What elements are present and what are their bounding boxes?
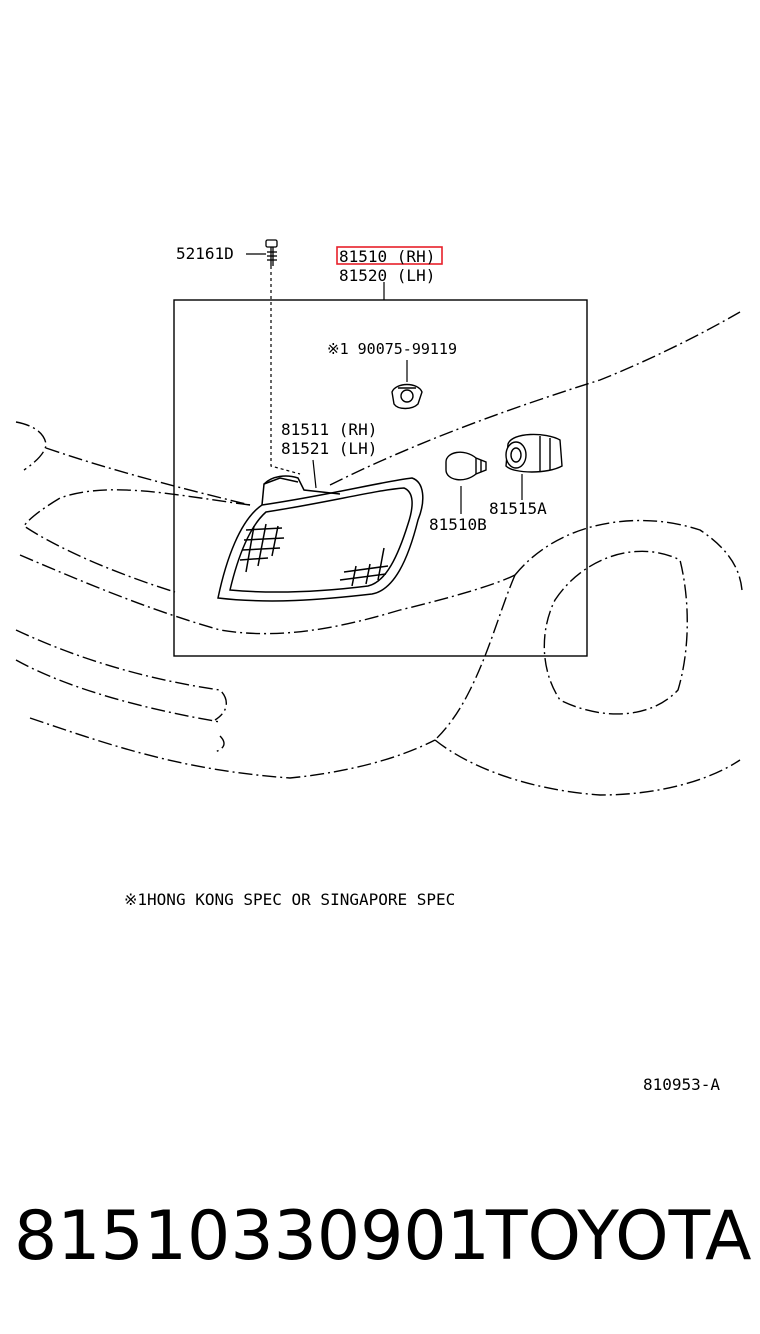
label-lamp-rh: 81510 (RH) [339, 247, 435, 266]
parts-frame [173, 299, 588, 657]
label-lens-rh: 81511 (RH) [281, 420, 377, 439]
footnote: ※1HONG KONG SPEC OR SINGAPORE SPEC [124, 890, 455, 909]
socket-clip-part [391, 383, 423, 410]
label-bulb: 81510B [429, 515, 487, 534]
label-bulb-socket: 81515A [489, 499, 547, 518]
bulb-part [445, 451, 487, 481]
brand-name: TOYOTA [486, 1197, 752, 1276]
screw-part [265, 239, 278, 266]
highlight-box [336, 246, 443, 265]
label-lens-lh: 81521 (LH) [281, 439, 377, 458]
bulb-socket-part [505, 433, 563, 473]
figure-code: 810953-A [643, 1075, 720, 1094]
label-lamp-lh: 81520 (LH) [339, 266, 435, 285]
part-number: 81510330901 [14, 1197, 490, 1276]
leader-lines [246, 253, 523, 514]
screw-assembly-path [270, 266, 301, 475]
label-socket-note: ※1 90075-99119 [327, 340, 457, 358]
car-body-outline [15, 311, 743, 796]
label-screw: 52161D [176, 244, 234, 263]
lamp-lens-part [217, 475, 424, 602]
